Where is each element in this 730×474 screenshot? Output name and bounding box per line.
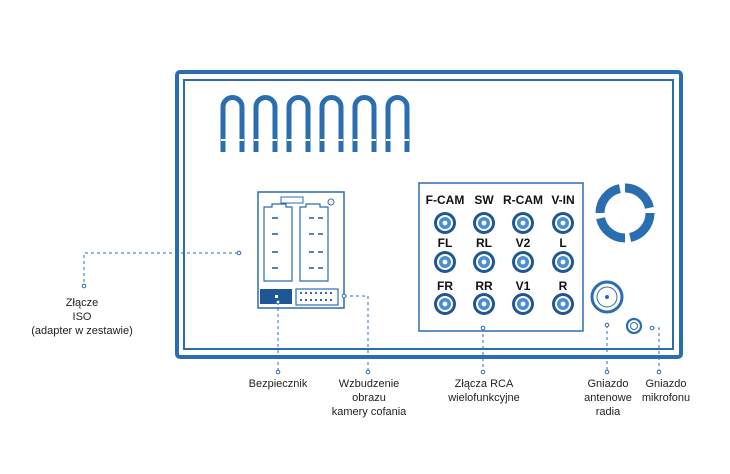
callout-iso: Złącze ISO (adapter w zestawie) xyxy=(31,297,133,337)
panel-frame xyxy=(175,70,683,359)
vent-slot xyxy=(286,95,311,152)
callout-rca: Złącza RCA wielofunkcyjne xyxy=(447,378,520,404)
microphone-socket xyxy=(625,317,643,335)
rca-jack xyxy=(434,212,456,234)
callout-rca-line: Złącza RCA xyxy=(455,378,514,390)
rca-jacks: F-CAM SW R-CAM V-IN FL RL V2 L FR RR V1 R xyxy=(426,193,575,315)
antenna-socket xyxy=(590,280,624,314)
callout-rca-line: wielofunkcyjne xyxy=(447,392,520,404)
rca-jack xyxy=(512,293,534,315)
rca-jack xyxy=(473,212,495,234)
rca-label: FL xyxy=(438,236,453,250)
rca-label: R-CAM xyxy=(503,193,543,207)
rca-jack xyxy=(552,212,574,234)
callout-mic-line: Gniazdo xyxy=(646,378,687,390)
rca-jack xyxy=(473,251,495,273)
vent-slots xyxy=(220,95,410,152)
leader-lines xyxy=(83,252,660,372)
rca-label: F-CAM xyxy=(426,193,465,207)
vent-slot xyxy=(253,95,278,152)
leader-dots xyxy=(81,250,662,375)
callout-iso-line: (adapter w zestawie) xyxy=(31,325,133,337)
callout-camera-line: obrazu xyxy=(352,392,386,404)
callout-antenna-line: antenowe xyxy=(584,392,632,404)
callout-fuse: Bezpiecznik xyxy=(249,378,308,390)
callout-camera-line: Wzbudzenie xyxy=(339,378,400,390)
callout-iso-line: Złącze xyxy=(66,297,98,309)
callout-antenna-line: Gniazdo xyxy=(588,378,629,390)
callout-iso-line: ISO xyxy=(73,311,92,323)
iso-pins xyxy=(272,217,323,269)
rca-jack xyxy=(512,212,534,234)
rca-jack xyxy=(552,251,574,273)
rca-label: RL xyxy=(476,236,492,250)
rca-label: R xyxy=(559,279,568,293)
callout-fuse-line: Bezpiecznik xyxy=(249,378,308,390)
vent-slot xyxy=(385,95,410,152)
rca-label: RR xyxy=(475,279,493,293)
rca-jack xyxy=(473,293,495,315)
leader-mic xyxy=(652,327,660,372)
rca-jack xyxy=(512,251,534,273)
leader-iso xyxy=(83,252,238,286)
callout-mic-line: mikrofonu xyxy=(642,392,690,404)
fuse xyxy=(260,289,292,304)
vent-slot xyxy=(352,95,377,152)
fan-ring xyxy=(595,183,655,243)
rca-label: V-IN xyxy=(551,193,574,207)
rca-label: L xyxy=(559,236,566,250)
leader-camera xyxy=(344,295,369,372)
vent-slot xyxy=(220,95,245,152)
camera-trigger-connector xyxy=(295,288,339,306)
rca-jack xyxy=(434,293,456,315)
vent-slot xyxy=(319,95,344,152)
callout-antenna-line: radia xyxy=(596,406,621,418)
rca-jack xyxy=(552,293,574,315)
rca-label: SW xyxy=(474,193,494,207)
rca-label: V2 xyxy=(516,236,531,250)
callout-camera-line: kamery cofania xyxy=(332,406,407,418)
callout-antenna: Gniazdo antenowe radia xyxy=(584,378,632,418)
rca-label: V1 xyxy=(516,279,531,293)
rca-jack xyxy=(434,251,456,273)
rca-block: F-CAM SW R-CAM V-IN FL RL V2 L FR RR V1 R xyxy=(418,182,584,332)
iso-connector xyxy=(257,191,345,309)
callout-mic: Gniazdo mikrofonu xyxy=(642,378,690,404)
callout-camera: Wzbudzenie obrazu kamery cofania xyxy=(332,378,407,418)
rca-label: FR xyxy=(437,279,453,293)
